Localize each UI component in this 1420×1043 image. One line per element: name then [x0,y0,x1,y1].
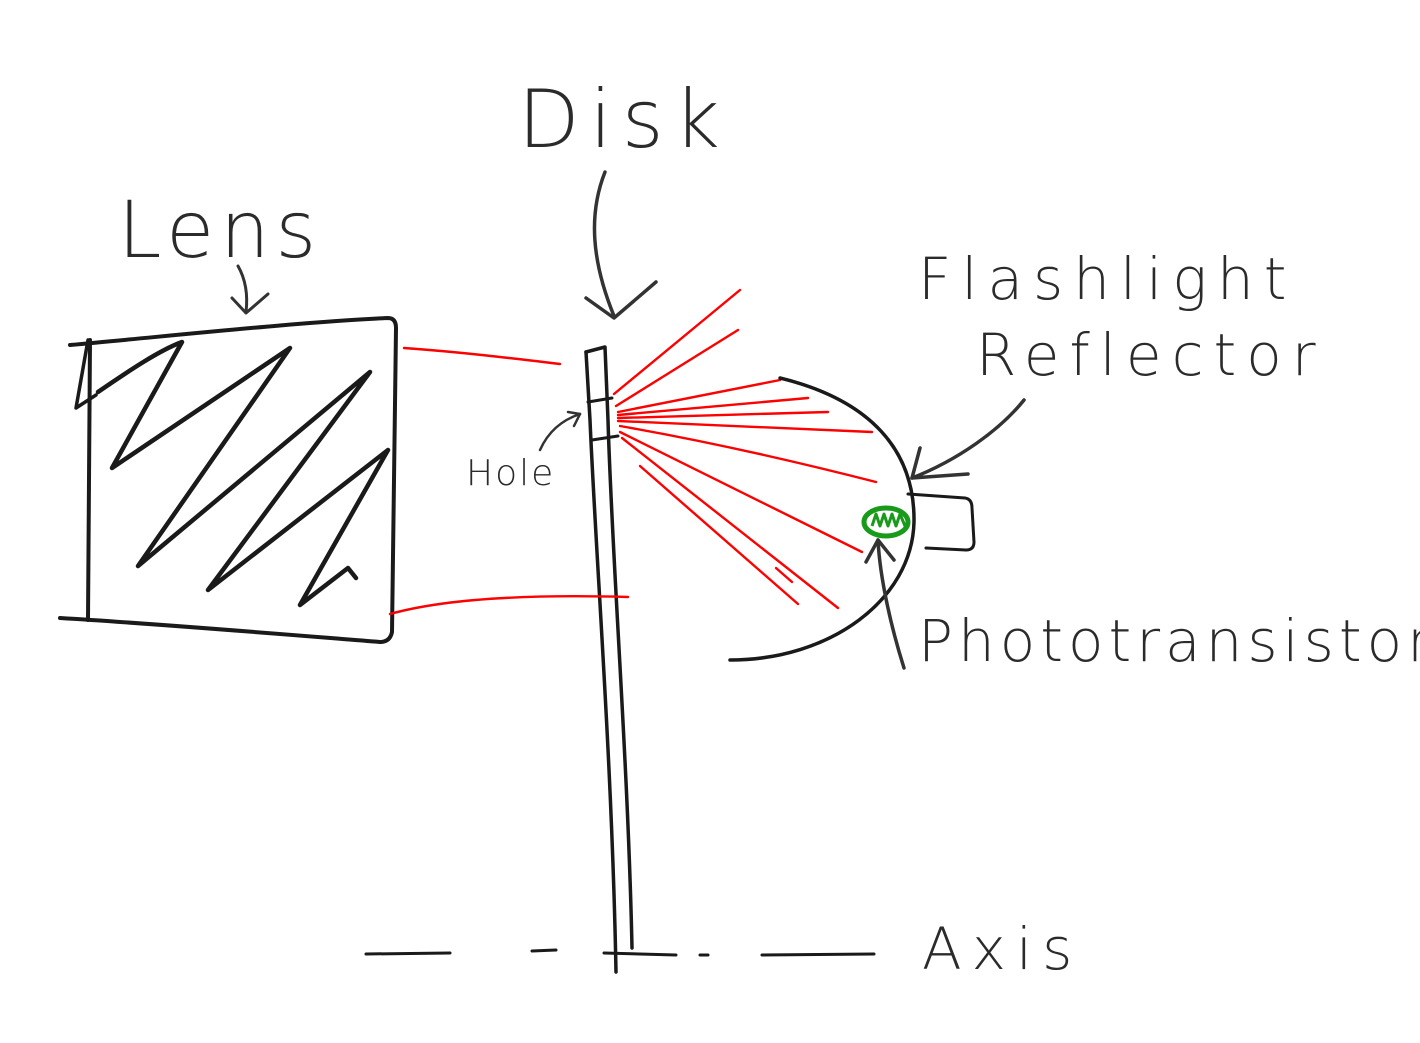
hole-arrow [538,410,582,452]
light-rays [388,288,878,616]
hole-label: Hole [466,453,556,494]
phototransistor-arrow [864,538,906,670]
lens [58,316,398,644]
disk [584,345,634,974]
reflector-label: Reflector [976,321,1326,389]
disk-label: Disk [518,73,730,166]
flashlight-reflector [728,376,976,662]
phototransistor [861,505,911,539]
lens-label: Lens [118,186,323,276]
reflector-bulb-housing [906,492,976,552]
disk-hole-bottom [590,434,620,442]
axis-label: Axis [922,915,1083,983]
disk-arrow [584,170,658,320]
lens-arrow [230,264,270,315]
flashlight-label: Flashlight [918,245,1297,313]
disk-hole-top [586,396,614,404]
lens-zigzag [95,339,391,608]
axis-line [364,948,876,957]
phototransistor-label: Phototransistor [918,607,1420,675]
reflector-arrow [910,398,1026,480]
